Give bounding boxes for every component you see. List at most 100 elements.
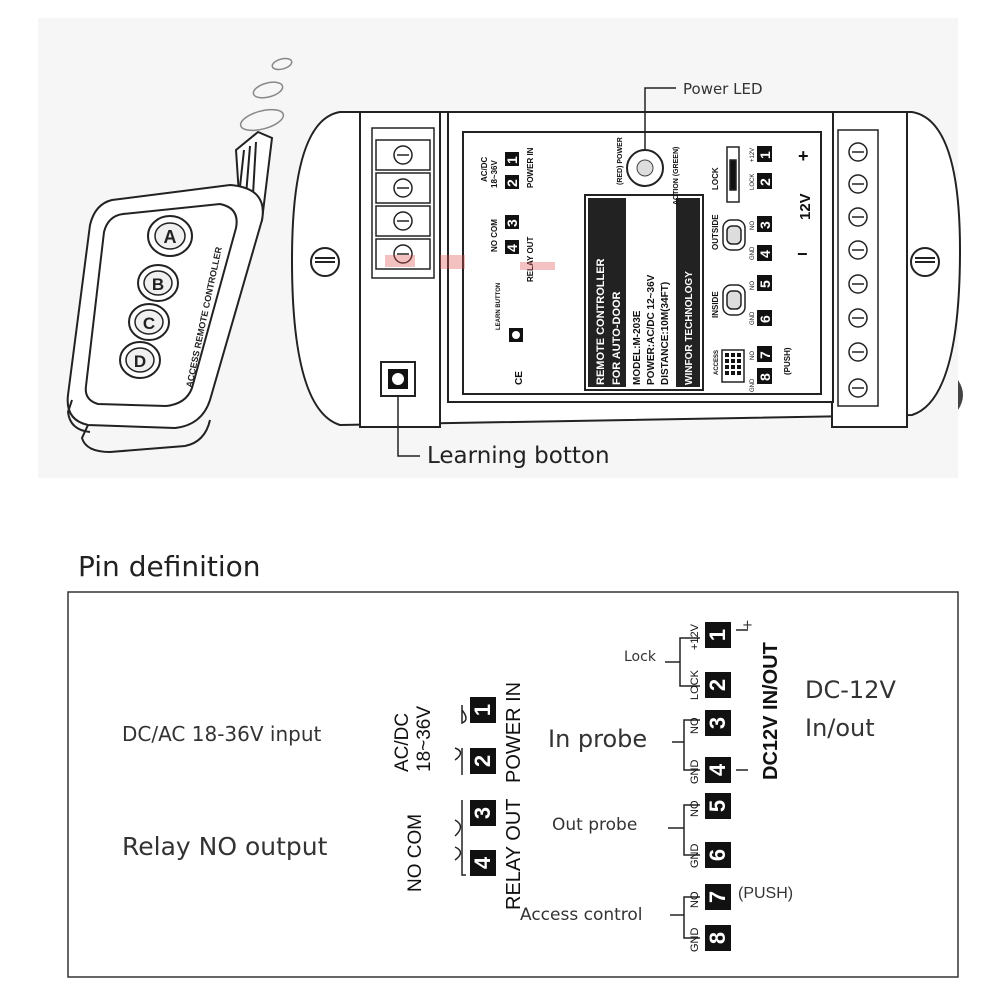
remote-button-d-label: D (134, 352, 146, 371)
acdc-label: AC/DC (392, 712, 413, 772)
pin-7-access: 7 (705, 884, 731, 910)
acdc-range-label: 18~36V (414, 705, 435, 772)
learning-button-callout-line (397, 396, 420, 457)
push-label: (PUSH) (738, 885, 794, 902)
pin-2-lock: 2 (705, 672, 731, 698)
dc12v-inout-label: DC12V IN/OUT (760, 642, 782, 780)
relay-no-output-label: Relay NO output (122, 832, 328, 861)
signal-waves-icon (239, 57, 293, 132)
pin-1-12v: 1 (705, 622, 731, 648)
remote-button-d (119, 341, 161, 379)
remote-button-a-label: A (164, 227, 177, 247)
plus-sign: + (742, 618, 753, 633)
label-line-title: REMOTE CONTROLLER (595, 258, 607, 385)
sub-label-no-7: NO (689, 891, 701, 909)
label-line-distance: DISTANCE:10M(34FT) (660, 282, 671, 385)
out-probe-label: Out probe (552, 815, 638, 835)
minus-sign: - (742, 762, 748, 778)
remote-button-b (137, 264, 179, 302)
terminal-screw-icon (848, 174, 868, 194)
board-right-pin-6: 6 (757, 315, 773, 323)
sub-label-gnd-4: GND (689, 759, 701, 784)
power-in-label: POWER IN (503, 681, 525, 783)
dc-12v-label: DC-12V (805, 676, 896, 704)
board-access-label: ACCESS (714, 350, 720, 375)
board-12v-label: 12V (797, 193, 814, 220)
board-pin-1: 1 (504, 156, 520, 164)
pin-4-relay: 4 (470, 850, 496, 876)
board-sub-no-5: NO (750, 281, 756, 290)
board-sub-gnd-6: GND (750, 311, 756, 325)
board-sub-gnd-8: GND (750, 378, 756, 392)
board-right-pin-5: 5 (757, 280, 773, 288)
board-right-sub-labels: +12V LOCK NO GND NO GND NO GND (750, 148, 756, 392)
inside-sensor-icon (722, 284, 746, 316)
sub-label-no-3: NO (689, 717, 701, 735)
controller-illustration: A B C D ACCESS REMOTE CONTROLLER (38, 18, 963, 478)
board-plus-label: + (798, 146, 809, 166)
pin-4-in-probe: 4 (705, 757, 731, 783)
sub-label-gnd-6: GND (689, 843, 701, 868)
board-right-pins: 1 2 3 4 5 6 7 8 (757, 146, 773, 384)
board-acdc-label: AC/DC (480, 156, 489, 182)
label-line-power: POWER:AC/DC 12~36V (646, 274, 657, 385)
board-right-pin-1: 1 (757, 151, 773, 159)
label-line-model: MODEL:M-203E (632, 310, 643, 385)
board-acdc-range: 18~36V (490, 160, 499, 188)
terminal-screw-icon (375, 205, 431, 237)
access-control-label: Access control (520, 905, 643, 925)
terminal-screw-icon (848, 308, 868, 328)
pin-3-relay: 3 (470, 800, 496, 826)
left-wiring (454, 705, 467, 876)
terminal-screw-icon (375, 139, 431, 171)
board-right-pin-4: 4 (757, 250, 773, 258)
board-action-green: ACTION (GREEN) (673, 147, 680, 205)
board-push-label: (PUSH) (783, 347, 792, 375)
sub-label-lock: LOCK (689, 670, 701, 700)
terminal-screw-icon (848, 274, 868, 294)
edge-arrow-icon (958, 380, 963, 410)
board-relay-out: RELAY OUT (526, 237, 535, 282)
power-led-label: Power LED (683, 80, 763, 98)
terminal-screw-icon (848, 240, 868, 260)
terminal-screw-icon (848, 342, 868, 362)
dc-ac-input-label: DC/AC 18-36V input (122, 722, 322, 746)
mounting-screw-right-icon (910, 247, 940, 277)
board-right-pin-8: 8 (757, 373, 773, 381)
in-out-label: In/out (805, 714, 875, 742)
pin-6-out-probe: 6 (705, 842, 731, 868)
power-led-callout-line (644, 87, 676, 150)
board-outside-label: OUTSIDE (711, 214, 720, 250)
remote-buttons: A B C D (119, 215, 193, 379)
board-red-power: (RED) POWER (617, 137, 624, 185)
board-sub-no-7: NO (750, 351, 756, 360)
pin-definition-frame (67, 591, 959, 978)
pin-8-access: 8 (705, 925, 731, 951)
board-learn-button-text: LEARN BUTTON (496, 283, 502, 330)
remote-button-a (147, 215, 193, 257)
power-led-icon (626, 149, 664, 187)
board-inside-label: INSIDE (711, 291, 720, 318)
pin-1-power: 1 (470, 697, 496, 723)
keypad-icon (721, 349, 745, 383)
remote-button-b-label: B (152, 275, 164, 294)
learning-button-label: Learning botton (427, 443, 610, 469)
board-learn-button-icon (509, 328, 523, 342)
remote-button-c (128, 303, 170, 341)
board-pin-2: 2 (504, 179, 520, 187)
board-power-in: POWER IN (526, 147, 535, 188)
left-terminal-block (371, 127, 435, 279)
terminal-screw-icon (375, 172, 431, 204)
board-lock-label: LOCK (711, 167, 720, 190)
learning-button-icon (380, 361, 416, 397)
board-right-pin-7: 7 (757, 351, 773, 359)
lock-switch-icon (726, 146, 740, 203)
outside-sensor-icon (722, 219, 746, 251)
sub-label-no-5: NO (689, 800, 701, 818)
relay-out-label: RELAY OUT (503, 798, 525, 910)
in-probe-label: In probe (548, 725, 648, 753)
board-pin-4: 4 (504, 244, 520, 252)
pin-2-power: 2 (470, 748, 496, 774)
board-no-com: NO COM (490, 219, 499, 252)
board-sub-lock: LOCK (750, 174, 756, 190)
